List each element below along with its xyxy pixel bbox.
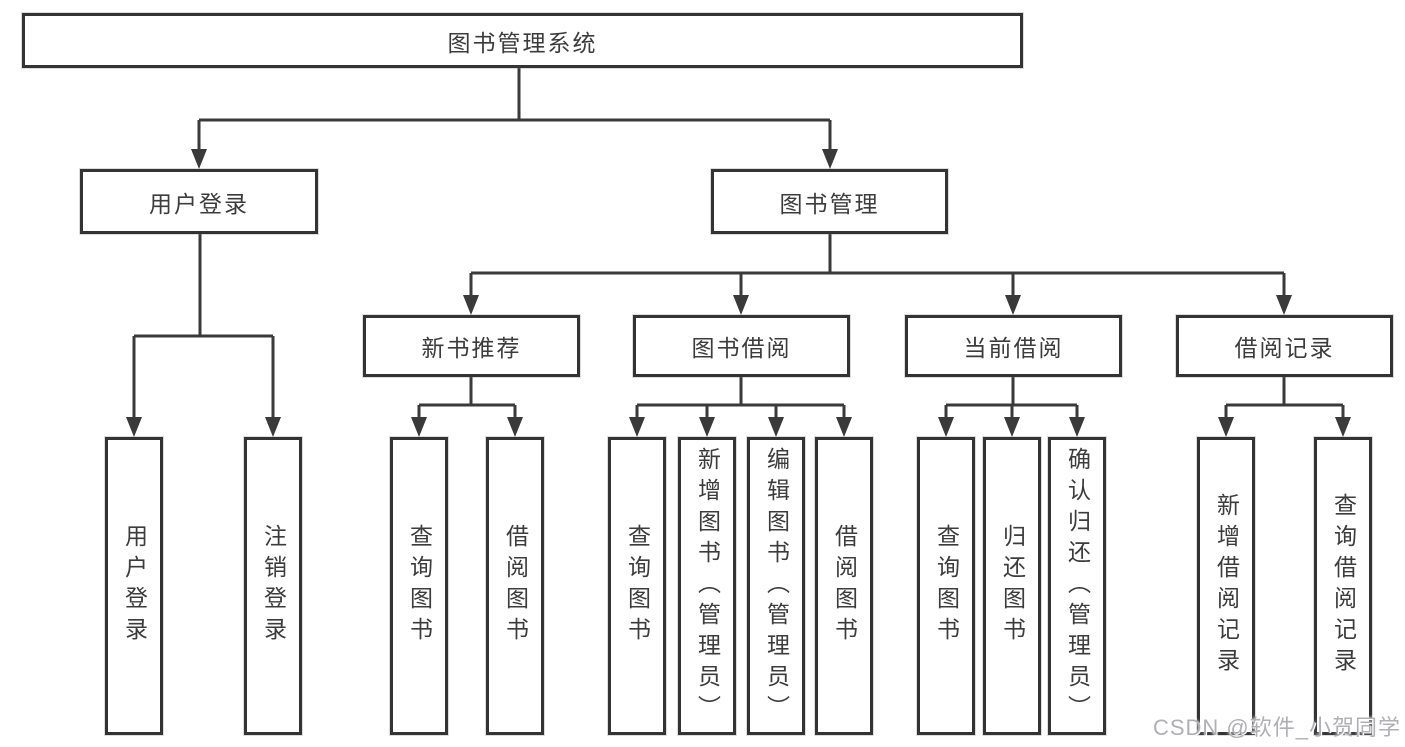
node-label: 查询借阅记录 xyxy=(1330,493,1357,679)
node-label: 图书借阅 xyxy=(691,335,792,361)
arrowhead-down xyxy=(126,417,281,437)
csdn-watermark: CSDN @软件_小贺同学 xyxy=(1152,715,1401,740)
leaf-search-books-current: 查询图书 xyxy=(917,437,975,735)
leaf-logout: 注销登录 xyxy=(244,437,302,735)
leaf-add-books-admin: 新增图书（管理员） xyxy=(678,437,736,735)
leaf-user-login: 用户登录 xyxy=(105,437,163,735)
node-label: 注销登录 xyxy=(260,524,287,648)
node-label: 借阅图书 xyxy=(502,524,529,648)
node-label: 当前借阅 xyxy=(963,335,1064,361)
leaf-search-books-recommend: 查询图书 xyxy=(390,437,448,735)
node-label: 新增借阅记录 xyxy=(1213,493,1240,679)
connector-line xyxy=(417,377,517,423)
leaf-borrow-books-borrowing: 借阅图书 xyxy=(815,437,873,735)
connector-line xyxy=(469,234,1286,299)
node-label: 确认归还（管理员） xyxy=(1064,446,1091,726)
leaf-confirm-return-admin: 确认归还（管理员） xyxy=(1048,437,1106,735)
connector-line xyxy=(944,377,1079,423)
node-label: 用户登录 xyxy=(121,524,148,648)
arrowhead-down xyxy=(191,149,838,169)
arrowhead-down xyxy=(463,295,1292,315)
connector-borrowing-records-to-leaves xyxy=(1218,377,1351,437)
connector-new-book-recommend-to-leaves xyxy=(411,377,523,437)
leaf-edit-books-admin: 编辑图书（管理员） xyxy=(747,437,805,735)
node-borrowing-records: 借阅记录 xyxy=(1176,315,1393,377)
node-label: 新增图书（管理员） xyxy=(694,446,721,726)
connector-line xyxy=(635,377,846,423)
node-label: 归还图书 xyxy=(999,524,1026,648)
node-label: 图书管理系统 xyxy=(447,29,598,56)
leaf-add-borrow-record: 新增借阅记录 xyxy=(1197,437,1255,735)
connector-book-borrowing-to-leaves xyxy=(629,377,852,437)
leaf-borrow-books-recommend: 借阅图书 xyxy=(486,437,544,735)
node-label: 查询图书 xyxy=(624,524,651,648)
node-label: 新书推荐 xyxy=(421,335,522,361)
connector-line xyxy=(197,68,832,155)
node-user-login: 用户登录 xyxy=(80,169,318,234)
connector-line xyxy=(1224,377,1345,423)
node-label: 编辑图书（管理员） xyxy=(763,446,790,726)
arrowhead-down xyxy=(1218,417,1351,437)
node-new-book-recommend: 新书推荐 xyxy=(363,315,580,377)
node-label: 借阅记录 xyxy=(1234,335,1335,361)
connector-root-to-level2 xyxy=(191,68,838,169)
arrowhead-down xyxy=(629,417,852,437)
node-book-borrowing: 图书借阅 xyxy=(633,315,850,377)
leaf-return-books: 归还图书 xyxy=(983,437,1041,735)
node-current-borrowing: 当前借阅 xyxy=(905,315,1122,377)
arrowhead-down xyxy=(938,417,1085,437)
node-label: 图书管理 xyxy=(779,190,880,217)
connector-user-login-to-leaves xyxy=(126,234,281,437)
connector-line xyxy=(132,234,275,423)
node-label: 查询图书 xyxy=(933,524,960,648)
node-book-management: 图书管理 xyxy=(711,169,948,234)
node-label: 用户登录 xyxy=(149,190,249,217)
node-label: 查询图书 xyxy=(406,524,433,648)
leaf-search-books-borrowing: 查询图书 xyxy=(608,437,666,735)
node-root-library-management-system: 图书管理系统 xyxy=(22,13,1023,68)
arrowhead-down xyxy=(411,417,523,437)
connector-book-management-to-level3 xyxy=(463,234,1292,315)
leaf-search-borrow-record: 查询借阅记录 xyxy=(1314,437,1372,735)
node-label: 借阅图书 xyxy=(831,524,858,648)
connector-current-borrowing-to-leaves xyxy=(938,377,1085,437)
